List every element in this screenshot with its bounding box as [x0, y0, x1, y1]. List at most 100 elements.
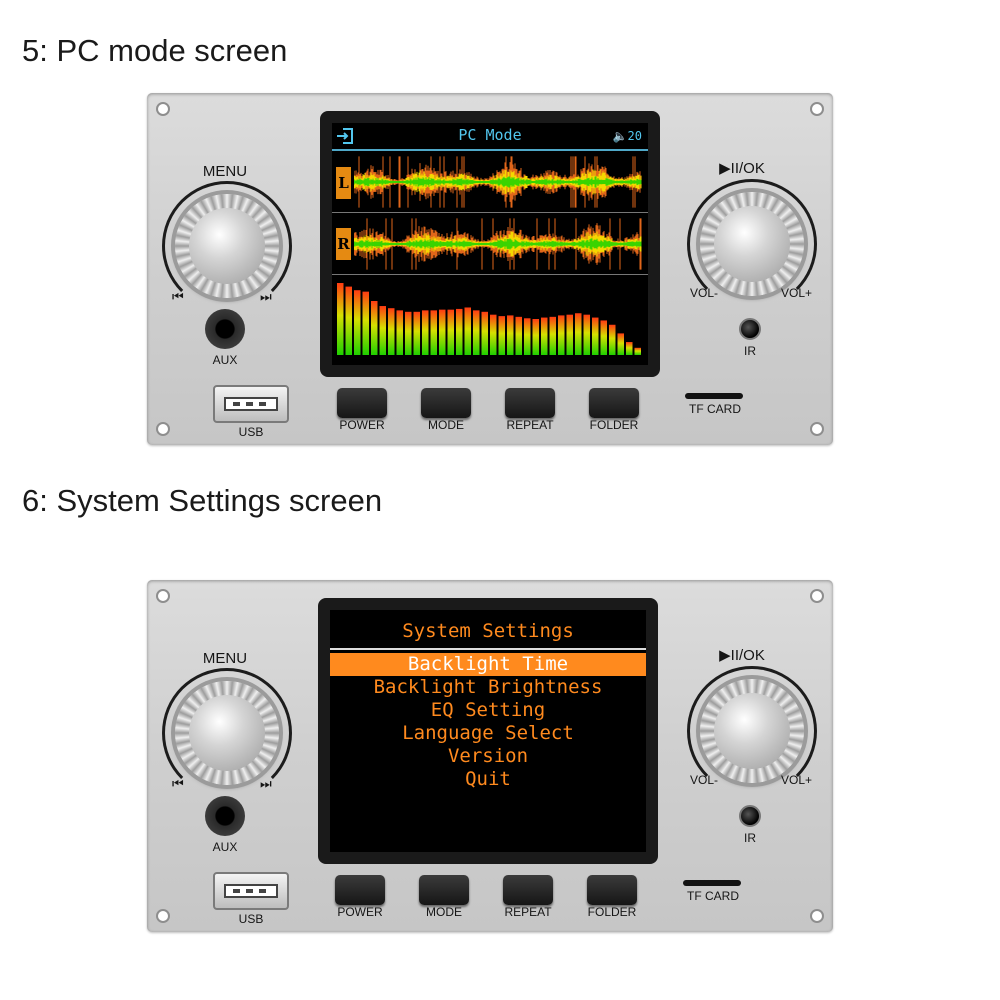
- prev-track-icon: ⏮: [172, 289, 184, 304]
- settings-title: System Settings: [330, 618, 646, 650]
- menu-item-quit[interactable]: Quit: [465, 768, 511, 790]
- spectrum-bar: [575, 313, 582, 355]
- spectrum-bar: [362, 291, 369, 355]
- waveform-layer: [354, 238, 642, 250]
- folder-label: FOLDER: [589, 418, 639, 432]
- spectrum-bar: [541, 317, 548, 355]
- play-ok-label: ▶II/OK: [719, 647, 765, 664]
- input-source-icon: [337, 128, 353, 144]
- menu-knob[interactable]: [175, 681, 279, 785]
- ir-receiver: [739, 318, 761, 340]
- spectrum-bar: [430, 310, 437, 355]
- spectrum-analyzer: [337, 283, 641, 355]
- ir-receiver: [739, 805, 761, 827]
- menu-item-version[interactable]: Version: [447, 745, 529, 767]
- spectrum-bar: [371, 301, 378, 355]
- waveform-right: [354, 218, 642, 270]
- mode-label: MODE: [426, 905, 462, 919]
- tf-card-slot[interactable]: [685, 393, 743, 399]
- menu-item-backlight-brightness[interactable]: Backlight Brightness: [373, 676, 603, 698]
- spectrum-bar: [532, 319, 539, 355]
- spectrum-bar: [592, 317, 599, 355]
- spectrum-bar: [626, 342, 633, 355]
- mount-hole: [810, 102, 824, 116]
- pc-header: PC Mode 🔈20: [332, 123, 648, 151]
- prev-track-icon: ⏮: [172, 776, 184, 791]
- lcd-screen-settings: System Settings Backlight Time Backlight…: [318, 598, 658, 864]
- next-track-icon: ⏭: [260, 289, 272, 304]
- repeat-button[interactable]: [503, 875, 553, 905]
- spectrum-bar: [549, 316, 556, 355]
- mount-hole: [156, 589, 170, 603]
- spectrum-bar: [345, 286, 352, 355]
- spectrum-bar: [388, 308, 395, 355]
- menu-knob[interactable]: [175, 194, 279, 298]
- aux-label: AUX: [212, 353, 238, 367]
- volume-ok-knob[interactable]: [700, 679, 804, 783]
- ir-label: IR: [744, 831, 756, 845]
- menu-item-backlight-time[interactable]: Backlight Time: [330, 653, 646, 676]
- spectrum-bar: [473, 310, 480, 355]
- divider: [332, 274, 648, 275]
- waveform-left: [354, 156, 642, 208]
- spectrum-bar: [600, 320, 607, 355]
- folder-button[interactable]: [589, 388, 639, 418]
- mode-button[interactable]: [421, 388, 471, 418]
- channel-right-label: R: [336, 228, 351, 260]
- volume-ok-knob[interactable]: [700, 192, 804, 296]
- spectrum-bar: [354, 290, 361, 355]
- power-button[interactable]: [335, 875, 385, 905]
- play-ok-label: ▶II/OK: [719, 160, 765, 177]
- volume-value: 20: [627, 129, 642, 143]
- channel-left-label: L: [336, 167, 351, 199]
- device-panel-pc: MENU ⏮ ⏭ AUX USB PC Mode 🔈20 L R: [147, 93, 833, 445]
- power-button[interactable]: [337, 388, 387, 418]
- spectrum-bar: [634, 347, 641, 355]
- usb-label: USB: [238, 425, 264, 439]
- power-label: POWER: [337, 905, 383, 919]
- ir-label: IR: [744, 344, 756, 358]
- menu-item-language-select[interactable]: Language Select: [402, 722, 574, 744]
- mode-label: MODE: [428, 418, 464, 432]
- folder-button[interactable]: [587, 875, 637, 905]
- usb-port[interactable]: [213, 385, 289, 423]
- tf-card-label: TF CARD: [689, 402, 741, 416]
- lcd-screen-pc: PC Mode 🔈20 L R: [320, 111, 660, 377]
- menu-item-eq-setting[interactable]: EQ Setting: [430, 699, 546, 721]
- usb-label: USB: [238, 912, 264, 926]
- mount-hole: [156, 422, 170, 436]
- spectrum-bar: [447, 309, 454, 355]
- usb-port[interactable]: [213, 872, 289, 910]
- aux-label: AUX: [212, 840, 238, 854]
- repeat-button[interactable]: [505, 388, 555, 418]
- folder-label: FOLDER: [587, 905, 637, 919]
- vol-plus-label: VOL+: [781, 286, 813, 300]
- mount-hole: [156, 102, 170, 116]
- spectrum-bar: [413, 311, 420, 355]
- spectrum-bar: [464, 307, 471, 355]
- volume-readout: 🔈20: [613, 129, 642, 143]
- rotate-arc-icon: [687, 179, 817, 309]
- mount-hole: [810, 589, 824, 603]
- aux-jack[interactable]: [205, 309, 245, 349]
- device-panel-settings: MENU ⏮ ⏭ AUX USB System Settings Backlig…: [147, 580, 833, 932]
- spectrum-bar: [337, 283, 344, 355]
- section-title-system-settings: 6: System Settings screen: [22, 483, 383, 518]
- rotate-arc-icon: [162, 668, 292, 798]
- mode-button[interactable]: [419, 875, 469, 905]
- speaker-icon: 🔈: [612, 129, 628, 143]
- mount-hole: [156, 909, 170, 923]
- spectrum-bar: [566, 314, 573, 355]
- spectrum-bar: [379, 306, 386, 355]
- spectrum-bar: [515, 316, 522, 355]
- mount-hole: [810, 422, 824, 436]
- rotate-arc-icon: [687, 666, 817, 796]
- spectrum-bar: [617, 333, 624, 355]
- spectrum-bar: [583, 314, 590, 355]
- spectrum-bar: [405, 311, 412, 355]
- spectrum-bar: [422, 310, 429, 355]
- tf-card-slot[interactable]: [683, 880, 741, 886]
- spectrum-bar: [396, 310, 403, 355]
- spectrum-bar: [490, 314, 497, 355]
- aux-jack[interactable]: [205, 796, 245, 836]
